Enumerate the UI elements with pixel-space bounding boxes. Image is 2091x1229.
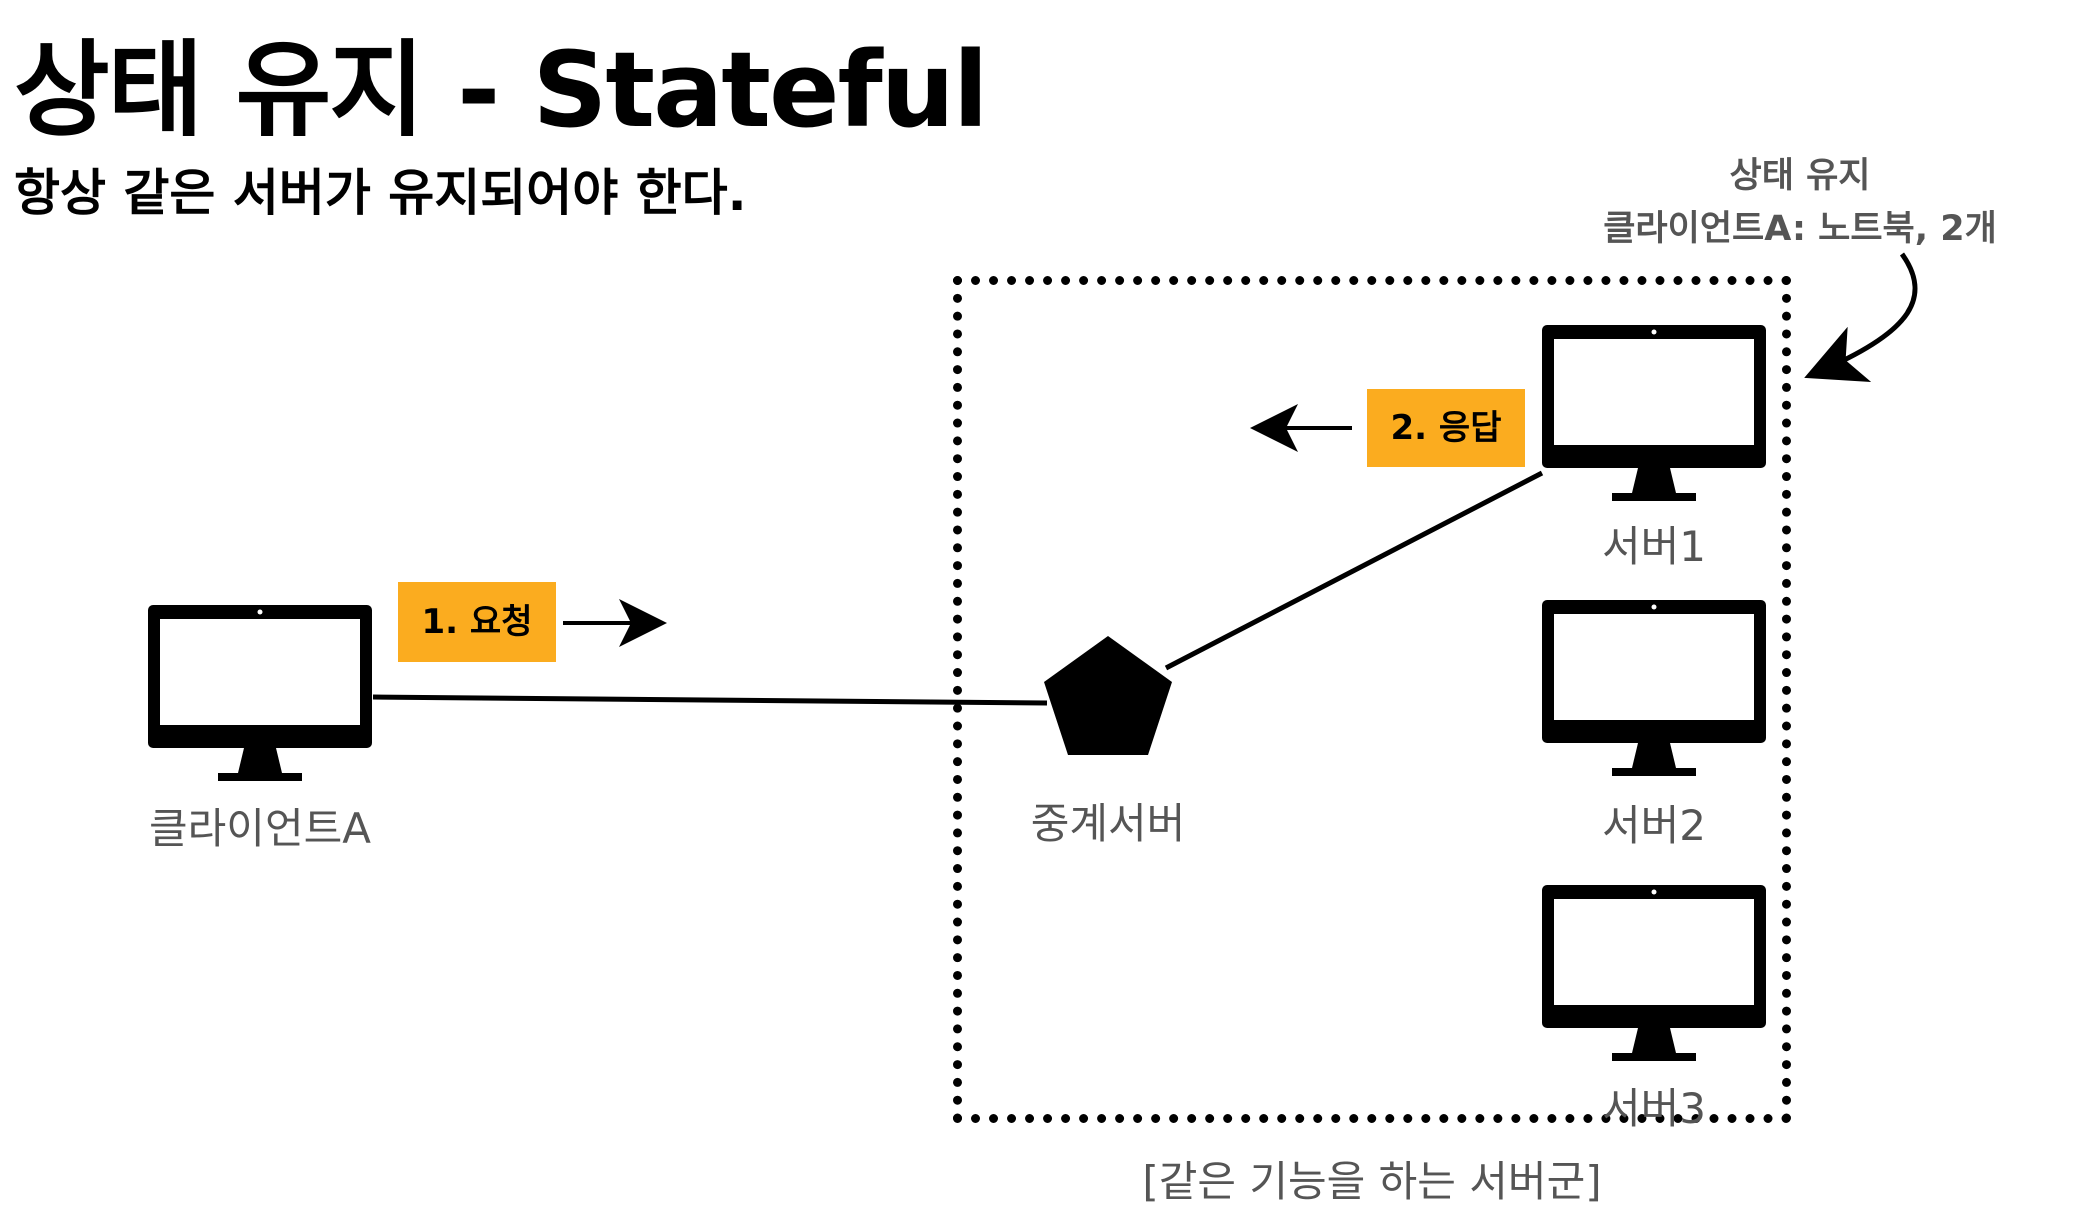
request-tag: 1. 요청	[398, 582, 556, 662]
state-note: 상태 유지 클라이언트A: 노트북, 2개	[1560, 150, 2040, 255]
server-group-caption: [같은 기능을 하는 서버군]	[1142, 1157, 1602, 1206]
note-pointer-arrow-icon	[1804, 252, 1918, 382]
client-label: 클라이언트A	[149, 804, 371, 853]
server1-monitor-icon	[1542, 325, 1766, 505]
server3-label: 서버3	[1601, 1084, 1706, 1133]
server1-label: 서버1	[1601, 522, 1706, 571]
proxy-to-server1-line	[1164, 470, 1544, 671]
server3-monitor-icon	[1542, 885, 1766, 1065]
proxy-server-icon	[1044, 636, 1172, 755]
state-note-line2: 클라이언트A: 노트북, 2개	[1603, 208, 1997, 249]
page-title: 상태 유지 - Stateful	[14, 29, 988, 151]
server2-monitor-icon	[1542, 600, 1766, 780]
state-note-line1: 상태 유지	[1729, 156, 1871, 196]
proxy-label: 중계서버	[1030, 799, 1186, 848]
response-tag: 2. 응답	[1367, 389, 1525, 467]
client-to-proxy-line	[372, 694, 1048, 706]
server2-label: 서버2	[1601, 801, 1706, 850]
client-monitor-icon	[148, 605, 372, 785]
server-group-box	[953, 276, 1791, 1123]
page-subtitle: 항상 같은 서버가 유지되어야 한다.	[14, 164, 747, 222]
